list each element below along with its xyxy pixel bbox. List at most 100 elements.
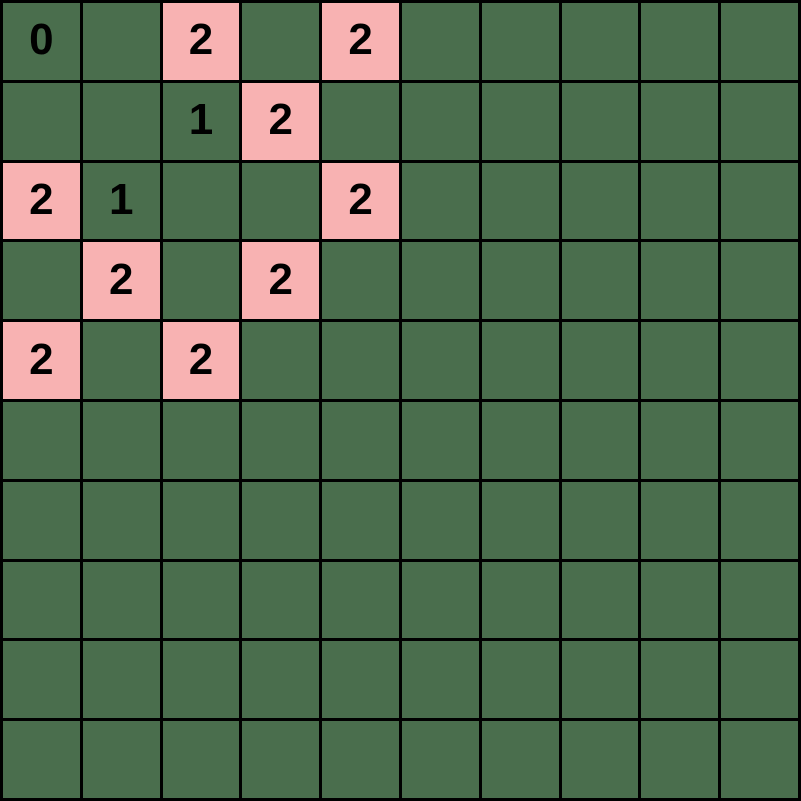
grid-cell[interactable] [322, 82, 399, 160]
grid-cell[interactable] [641, 322, 719, 399]
grid-cell[interactable] [242, 641, 320, 719]
grid-cell[interactable] [721, 322, 798, 399]
grid-cell[interactable] [162, 641, 240, 719]
grid-cell[interactable] [561, 242, 639, 320]
grid-cell[interactable] [641, 641, 719, 719]
grid-cell[interactable] [82, 322, 160, 399]
grid-cell[interactable] [242, 561, 320, 639]
grid-cell[interactable] [162, 481, 240, 559]
grid-cell[interactable] [242, 322, 320, 399]
grid-cell[interactable] [721, 402, 798, 479]
grid-cell[interactable] [721, 242, 798, 320]
grid-cell[interactable] [3, 402, 80, 479]
grid-cell[interactable]: 2 [3, 322, 80, 399]
grid-cell[interactable] [481, 242, 559, 320]
grid-cell[interactable] [481, 162, 559, 240]
grid-cell[interactable]: 2 [242, 82, 320, 160]
grid-cell[interactable] [322, 721, 399, 798]
grid-cell[interactable] [721, 82, 798, 160]
grid-cell[interactable]: 0 [3, 3, 80, 80]
grid-cell[interactable] [402, 721, 479, 798]
grid-cell[interactable] [402, 322, 479, 399]
grid-cell[interactable] [721, 561, 798, 639]
grid-cell[interactable]: 2 [322, 162, 399, 240]
grid-cell[interactable] [402, 3, 479, 80]
grid-cell[interactable] [561, 82, 639, 160]
grid-cell[interactable] [3, 641, 80, 719]
grid-cell[interactable] [561, 162, 639, 240]
grid-cell[interactable] [561, 721, 639, 798]
grid-cell[interactable] [641, 561, 719, 639]
grid-cell[interactable] [322, 322, 399, 399]
grid-cell[interactable] [242, 402, 320, 479]
grid-cell[interactable] [561, 322, 639, 399]
grid-cell[interactable] [641, 82, 719, 160]
grid-cell[interactable] [3, 481, 80, 559]
grid-cell[interactable] [402, 481, 479, 559]
grid-cell[interactable] [3, 721, 80, 798]
grid-cell[interactable] [561, 402, 639, 479]
grid-cell[interactable] [481, 561, 559, 639]
grid-cell[interactable] [82, 402, 160, 479]
grid-cell[interactable] [82, 481, 160, 559]
grid-cell[interactable] [82, 561, 160, 639]
grid-cell[interactable] [641, 481, 719, 559]
grid-cell[interactable] [481, 3, 559, 80]
grid-cell[interactable] [162, 162, 240, 240]
grid-cell[interactable] [481, 402, 559, 479]
grid-cell[interactable] [322, 641, 399, 719]
grid-cell[interactable]: 2 [322, 3, 399, 80]
grid-cell[interactable] [322, 481, 399, 559]
grid-cell[interactable] [322, 242, 399, 320]
grid-cell[interactable] [162, 402, 240, 479]
grid-cell[interactable] [242, 162, 320, 240]
grid-cell[interactable] [721, 3, 798, 80]
grid-cell[interactable] [641, 162, 719, 240]
grid-cell[interactable] [162, 242, 240, 320]
grid-cell[interactable] [402, 641, 479, 719]
grid-cell[interactable] [561, 561, 639, 639]
grid-cell[interactable]: 2 [242, 242, 320, 320]
grid-cell[interactable] [3, 561, 80, 639]
grid-cell[interactable] [162, 561, 240, 639]
grid-cell[interactable] [82, 3, 160, 80]
grid-cell[interactable] [481, 82, 559, 160]
grid-cell[interactable] [82, 82, 160, 160]
grid-cell[interactable]: 2 [3, 162, 80, 240]
grid-cell[interactable] [402, 82, 479, 160]
grid-cell[interactable] [402, 402, 479, 479]
grid-cell[interactable] [162, 721, 240, 798]
grid-cell[interactable] [721, 162, 798, 240]
grid-cell[interactable]: 2 [82, 242, 160, 320]
grid-cell[interactable]: 1 [162, 82, 240, 160]
grid-cell[interactable] [721, 641, 798, 719]
grid-cell[interactable] [561, 481, 639, 559]
grid-cell[interactable] [481, 481, 559, 559]
grid-cell[interactable] [242, 481, 320, 559]
grid-cell[interactable] [3, 82, 80, 160]
grid-cell[interactable]: 2 [162, 322, 240, 399]
grid-cell[interactable] [402, 561, 479, 639]
grid-cell[interactable] [641, 242, 719, 320]
grid-cell[interactable] [402, 242, 479, 320]
grid-cell[interactable] [402, 162, 479, 240]
grid-cell[interactable] [322, 402, 399, 479]
grid-cell[interactable] [481, 322, 559, 399]
grid-cell[interactable] [82, 721, 160, 798]
grid-cell[interactable] [721, 721, 798, 798]
grid-cell[interactable] [641, 402, 719, 479]
grid-cell[interactable] [3, 242, 80, 320]
grid-cell[interactable] [721, 481, 798, 559]
grid-cell[interactable] [242, 3, 320, 80]
grid-cell[interactable] [561, 3, 639, 80]
grid-cell[interactable] [242, 721, 320, 798]
grid-cell[interactable] [481, 721, 559, 798]
grid-cell[interactable] [561, 641, 639, 719]
grid-cell[interactable] [641, 721, 719, 798]
grid-cell[interactable] [322, 561, 399, 639]
grid-cell[interactable]: 2 [162, 3, 240, 80]
grid-cell[interactable] [481, 641, 559, 719]
grid-cell[interactable] [641, 3, 719, 80]
grid-cell[interactable] [82, 641, 160, 719]
